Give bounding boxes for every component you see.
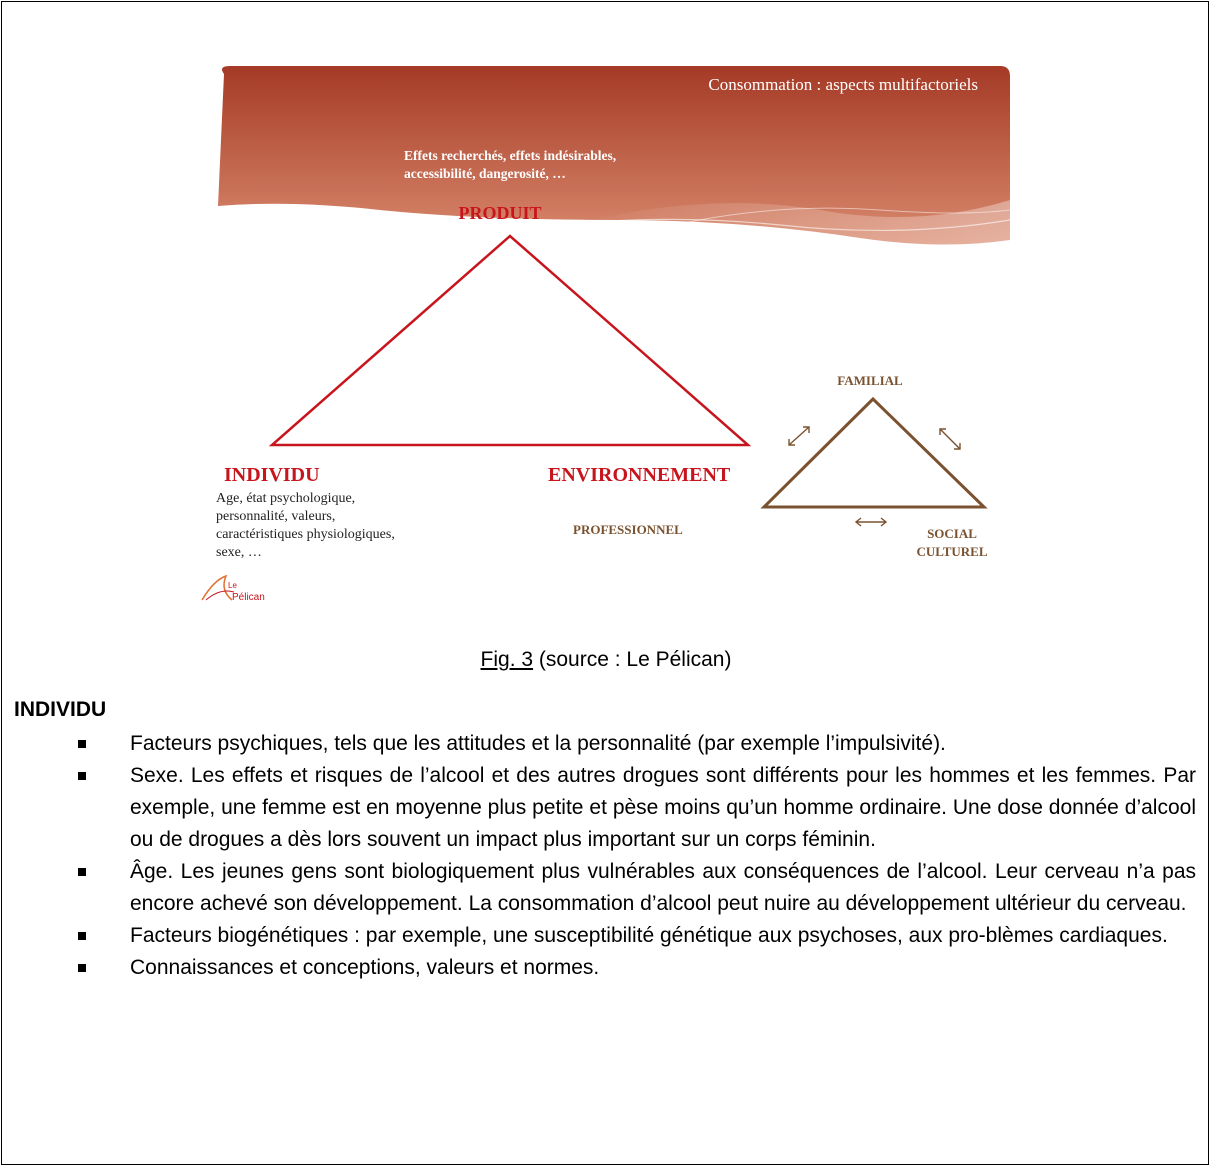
caption-fig-label: Fig. 3 <box>480 648 534 671</box>
figure-caption: Fig. 3 (source : Le Pélican) <box>0 648 1212 672</box>
label-social: SOCIAL <box>927 526 977 541</box>
list-item: Âge. Les jeunes gens sont biologiquement… <box>78 856 1196 920</box>
logo-text-le: Le <box>228 581 237 590</box>
header-wave-3 <box>599 207 1011 246</box>
figure-diagram: Consommation : aspects multifactoriels E… <box>180 60 1050 620</box>
list-item-text: Facteurs psychiques, tels que les attitu… <box>130 732 946 755</box>
list-item: Facteurs psychiques, tels que les attitu… <box>78 728 1196 760</box>
bullet-square-icon <box>78 932 86 940</box>
bullet-list: Facteurs psychiques, tels que les attitu… <box>78 728 1196 984</box>
list-item-text: Facteurs biogénétiques : par exemple, un… <box>130 924 1168 947</box>
list-item: Facteurs biogénétiques : par exemple, un… <box>78 920 1196 952</box>
header-wave-1 <box>560 200 1010 254</box>
product-desc-line1: Effets recherchés, effets indésirables, <box>404 148 616 163</box>
caption-source: (source : Le Pélican) <box>533 648 732 671</box>
bullet-square-icon <box>78 868 86 876</box>
bullet-square-icon <box>78 964 86 972</box>
bullet-square-icon <box>78 740 86 748</box>
double-arrow-left-icon <box>788 426 810 446</box>
section-title: INDIVIDU <box>14 698 107 721</box>
label-culturel: CULTUREL <box>916 544 987 559</box>
double-arrow-right-icon <box>939 428 961 450</box>
individu-desc-line: personnalité, valeurs, <box>216 509 335 524</box>
label-environnement: ENVIRONNEMENT <box>548 464 731 486</box>
list-item-text: Âge. Les jeunes gens sont biologiquement… <box>130 860 1196 915</box>
label-professionnel: PROFESSIONNEL <box>573 522 683 537</box>
list-item-text: Sexe. Les effets et risques de l’alcool … <box>130 764 1196 851</box>
bullet-square-icon <box>78 772 86 780</box>
individu-desc-line: caractéristiques physiologiques, <box>216 527 395 542</box>
label-individu: INDIVIDU <box>224 464 320 486</box>
individu-desc-line: sexe, … <box>216 545 262 560</box>
label-produit: PRODUIT <box>458 203 541 223</box>
list-item: Connaissances et conceptions, valeurs et… <box>78 952 1196 984</box>
environment-triangle <box>760 396 988 509</box>
header-title: Consommation : aspects multifactoriels <box>708 75 978 94</box>
list-item-text: Connaissances et conceptions, valeurs et… <box>130 956 600 979</box>
logo-text-pelican: Pélican <box>232 592 265 603</box>
main-triangle <box>268 234 752 447</box>
label-familial: FAMILIAL <box>837 373 903 388</box>
product-desc-line2: accessibilité, dangerosité, … <box>404 166 566 181</box>
list-item: Sexe. Les effets et risques de l’alcool … <box>78 760 1196 856</box>
individu-desc-line: Age, état psychologique, <box>216 491 355 506</box>
le-pelican-logo: Le Pélican <box>201 574 265 603</box>
diagram-svg: Consommation : aspects multifactoriels E… <box>201 66 1011 603</box>
header-banner <box>218 66 1010 245</box>
double-arrow-bottom-icon <box>854 517 888 527</box>
header-wave-2 <box>479 218 1011 236</box>
